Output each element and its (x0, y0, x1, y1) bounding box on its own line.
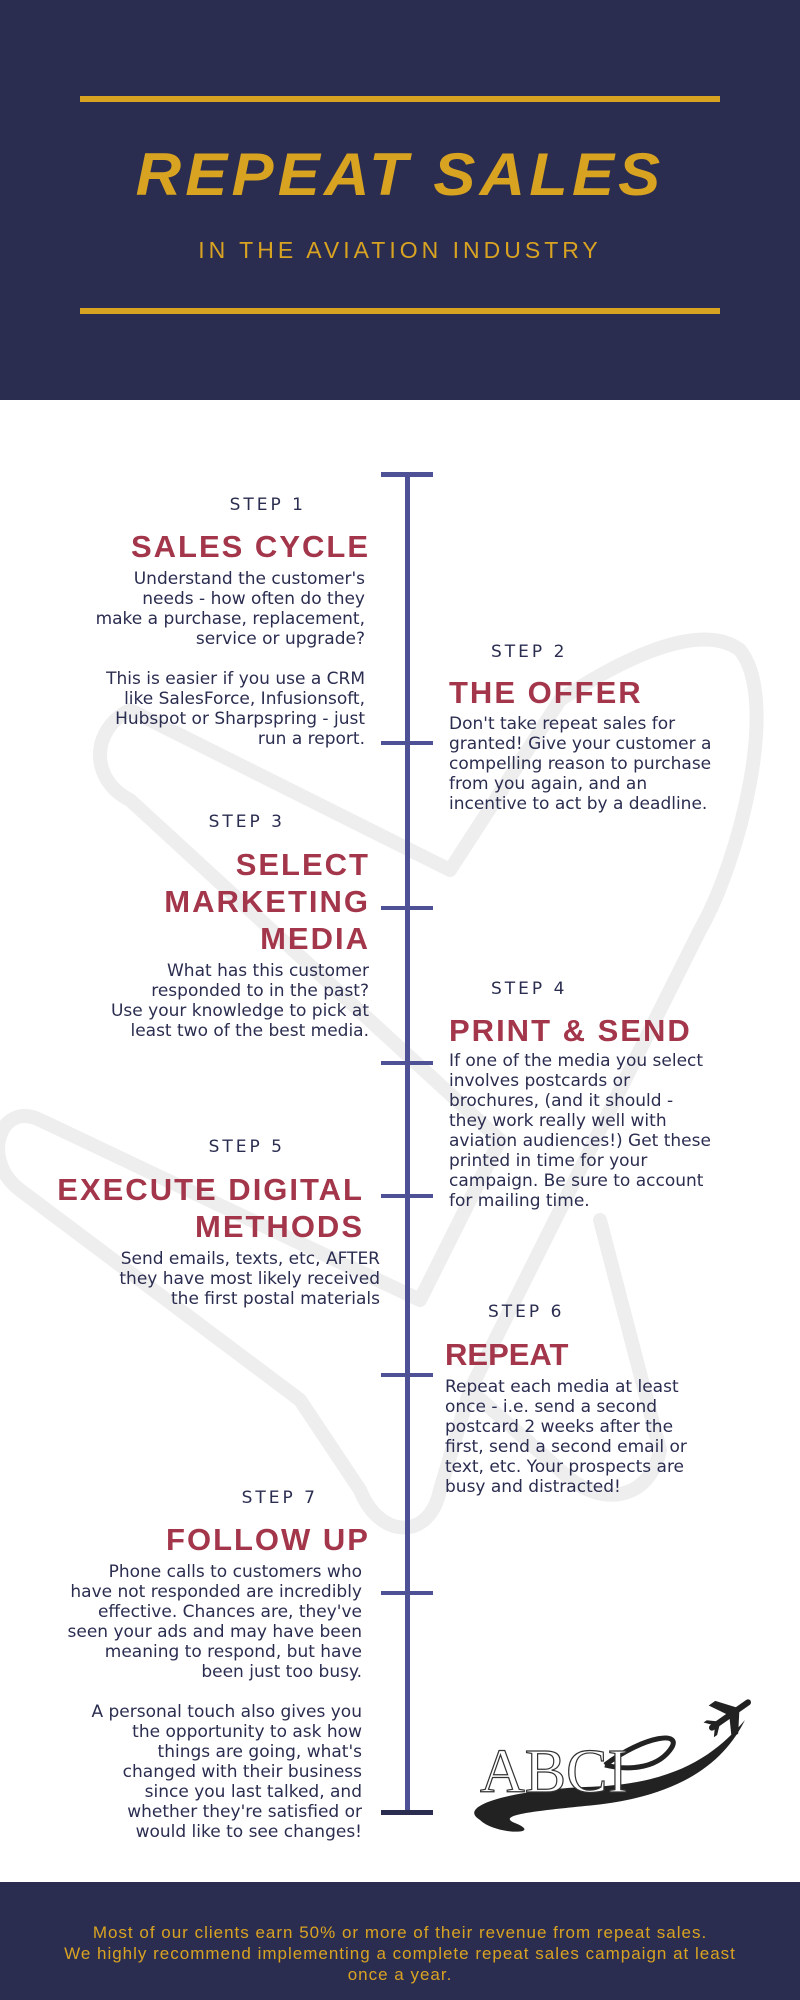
step-6: STEP 6 REPEAT Repeat each media at least… (445, 1302, 785, 1497)
step-1: STEP 1 SALES CYCLE Understand the custom… (30, 495, 368, 749)
logo-text: ABCI (480, 1738, 628, 1806)
timeline-bottom-cap (381, 1810, 433, 1815)
step-7: STEP 7 FOLLOW UP Phone calls to customer… (30, 1488, 368, 1842)
step-3: STEP 3 SELECT MARKETING MEDIA What has t… (30, 812, 370, 1041)
step-body: Send emails, texts, etc, AFTER they have… (119, 1249, 380, 1309)
step-2: STEP 2 THE OFFER Don't take repeat sales… (449, 642, 789, 814)
background-airplane-icon (0, 632, 764, 1535)
step-body: Repeat each media at least once - i.e. s… (445, 1377, 687, 1497)
timeline-tick-step3 (381, 906, 433, 910)
step-body: Understand the customer's needs - how of… (95, 569, 365, 749)
step-body: Phone calls to customers who have not re… (67, 1562, 362, 1842)
step-body: What has this customer responded to in t… (110, 961, 369, 1041)
step-label: STEP 1 (229, 495, 306, 515)
step-label: STEP 6 (488, 1302, 565, 1322)
header-banner: REPEAT SALES IN THE AVIATION INDUSTRY (0, 0, 800, 400)
step-body: If one of the media you select involves … (449, 1051, 711, 1211)
timeline-line (405, 473, 410, 1813)
step-title: THE OFFER (449, 675, 643, 710)
step-label: STEP 4 (491, 979, 568, 999)
abci-logo: ABCI (474, 1699, 752, 1832)
timeline-tick-step6 (381, 1373, 433, 1377)
step-title: FOLLOW UP (166, 1522, 370, 1557)
step-label: STEP 3 (208, 812, 285, 832)
timeline-tick-step7 (381, 1591, 433, 1595)
step-label: STEP 2 (491, 642, 568, 662)
step-title: PRINT & SEND (449, 1013, 692, 1048)
timeline-top-cap (381, 472, 433, 477)
step-label: STEP 7 (241, 1488, 318, 1508)
step-title: SALES CYCLE (130, 529, 370, 564)
step-title: SELECT MARKETING MEDIA (164, 847, 370, 956)
timeline-tick-step2 (381, 741, 433, 745)
page-subtitle: IN THE AVIATION INDUSTRY (198, 237, 602, 263)
step-4: STEP 4 PRINT & SEND If one of the media … (449, 979, 789, 1211)
airplane-icon (703, 1699, 752, 1739)
footer-text: Most of our clients earn 50% or more of … (64, 1923, 736, 1984)
step-title: EXECUTE DIGITAL METHODS (57, 1172, 364, 1244)
step-title: REPEAT (445, 1337, 569, 1372)
timeline-tick-step5 (381, 1194, 433, 1198)
page-title: REPEAT SALES (135, 141, 665, 208)
top-gold-rule (80, 96, 720, 102)
step-body: Don't take repeat sales for granted! Giv… (449, 714, 712, 814)
timeline-tick-step4 (381, 1061, 433, 1065)
footer-banner: Most of our clients earn 50% or more of … (0, 1882, 800, 2000)
bottom-gold-rule (80, 308, 720, 314)
step-5: STEP 5 EXECUTE DIGITAL METHODS Send emai… (20, 1137, 380, 1309)
step-label: STEP 5 (208, 1137, 285, 1157)
